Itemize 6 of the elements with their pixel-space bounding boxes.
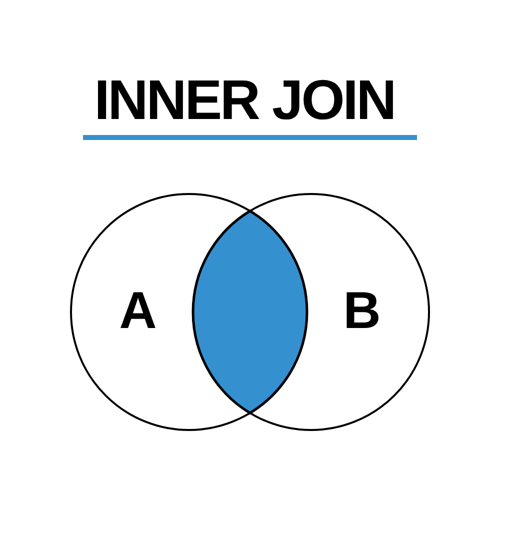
set-label: B	[343, 285, 381, 337]
set-circle	[70, 193, 308, 431]
intersection-region	[192, 209, 308, 415]
set-label: A	[119, 285, 157, 337]
set-circle	[192, 193, 430, 431]
title: INNER JOIN	[94, 72, 395, 128]
